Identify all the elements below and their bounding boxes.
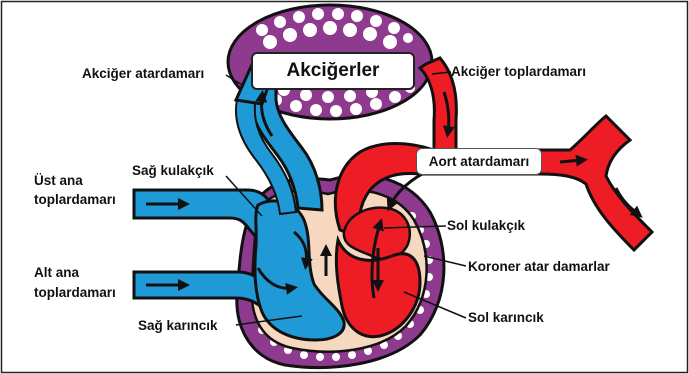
- inferior-vena-cava-label-line1: Alt ana: [34, 264, 79, 281]
- lungs-label: Akciğerler: [287, 60, 380, 82]
- aorta-label: Aort atardamarı: [429, 154, 530, 169]
- inferior-vena-cava-label-line2: toplardamarı: [34, 284, 116, 301]
- pulmonary-artery-label: Akciğer atardamarı: [82, 65, 204, 82]
- left-ventricle-label: Sol karıncık: [468, 309, 544, 326]
- pulmonary-vein-label: Akciğer toplardamarı: [451, 63, 586, 80]
- coronary-arteries-label: Koroner atar damarlar: [468, 258, 610, 275]
- aorta-label-box: Aort atardamarı: [416, 148, 542, 175]
- right-ventricle-label: Sağ karıncık: [138, 317, 218, 334]
- right-atrium-label: Sağ kulakçık: [132, 162, 214, 179]
- lungs-label-box: Akciğerler: [251, 52, 415, 90]
- left-atrium-label: Sol kulakçık: [447, 217, 525, 234]
- superior-vena-cava-label-line2: toplardamarı: [34, 191, 116, 208]
- superior-vena-cava-label-line1: Üst ana: [34, 172, 83, 189]
